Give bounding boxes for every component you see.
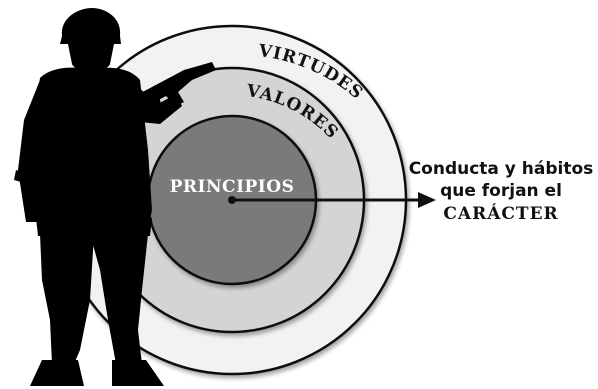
caption-line-2: que forjan el xyxy=(440,181,562,201)
caption-block: Conducta y hábitos que forjan el CARÁCTE… xyxy=(408,158,594,226)
center-arrow xyxy=(228,192,436,208)
soldier-silhouette-icon xyxy=(14,8,216,386)
caption-line-1: Conducta y hábitos xyxy=(408,159,594,179)
caption-keyword: CARÁCTER xyxy=(443,204,559,224)
core-label: PRINCIPIOS xyxy=(170,177,295,197)
